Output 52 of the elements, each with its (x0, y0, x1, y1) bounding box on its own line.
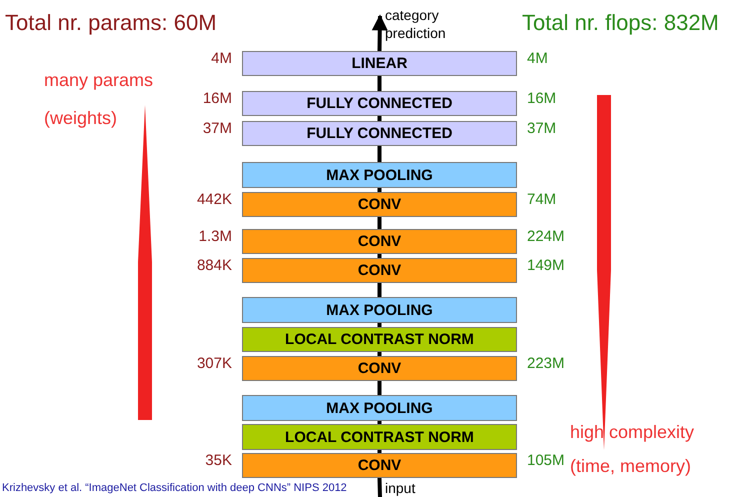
param-count: 1.3M (198, 228, 232, 245)
connector-line (378, 421, 382, 424)
param-count: 4M (211, 50, 232, 67)
connector-line (378, 323, 382, 327)
param-count: 442K (196, 191, 232, 208)
layer-box: MAX POOLING (242, 162, 517, 188)
param-count: 35K (205, 452, 232, 469)
connector-line (378, 478, 382, 497)
input-label: input (385, 478, 430, 497)
connector-line (378, 188, 382, 192)
annotation-text: many params (44, 70, 154, 91)
layer-box: FULLY CONNECTED (242, 121, 517, 146)
connector-line (378, 283, 382, 297)
connector-line (378, 352, 382, 356)
param-count: 37M (202, 120, 232, 137)
layer-box: FULLY CONNECTED (242, 91, 517, 116)
flop-count: 105M (527, 452, 565, 469)
layer-box: CONV (242, 453, 517, 478)
annotation-text: (weights) (44, 108, 118, 129)
annotation-text: (time, memory) (570, 456, 691, 477)
connector-line (378, 116, 382, 121)
output-label: category prediction (385, 3, 465, 45)
layer-box: CONV (242, 192, 517, 217)
layer-box: LOCAL CONTRAST NORM (242, 327, 517, 352)
connector-line (378, 217, 382, 229)
connector-line (378, 381, 382, 395)
layer-box: CONV (242, 229, 517, 254)
flop-count: 223M (527, 355, 565, 372)
param-count: 307K (196, 355, 232, 372)
layer-box: MAX POOLING (242, 297, 517, 323)
param-count: 16M (202, 90, 232, 107)
citation-text: Krizhevsky et al. “ImageNet Classification with deep CNNs” NIPS 2012 (2, 482, 347, 494)
flop-count: 37M (527, 120, 556, 137)
connector-line (378, 450, 382, 453)
annotation-text: high complexity (570, 422, 694, 443)
total-params-title: Total nr. params: 60M (5, 10, 217, 36)
flop-count: 224M (527, 228, 565, 245)
flop-count: 4M (527, 50, 548, 67)
layer-box: MAX POOLING (242, 395, 517, 421)
flop-count: 74M (527, 191, 556, 208)
arrow (372, 14, 388, 52)
param-count: 884K (196, 257, 232, 274)
flop-count: 149M (527, 257, 565, 274)
flop-count: 16M (527, 90, 556, 107)
layer-box: LOCAL CONTRAST NORM (242, 424, 517, 450)
total-flops-title: Total nr. flops: 832M (522, 10, 719, 36)
layer-box: CONV (242, 356, 517, 381)
connector-line (378, 146, 382, 162)
layer-box: LINEAR (242, 51, 517, 76)
connector-line (378, 76, 382, 91)
layer-box: CONV (242, 258, 517, 283)
connector-line (378, 254, 382, 258)
